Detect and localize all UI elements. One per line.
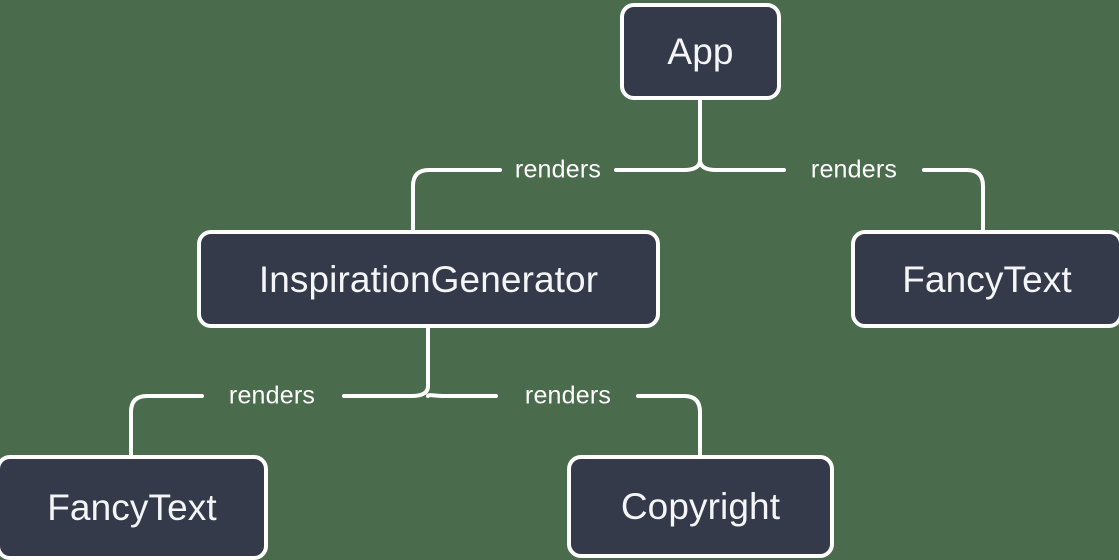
edge-label-app-to-fancytext-right: renders — [810, 155, 898, 184]
wire-inspiration-junction-left — [342, 384, 430, 398]
node-fancytext-left[interactable]: FancyText — [0, 455, 268, 560]
wire-app-junction-right — [698, 158, 786, 172]
edge-label-inspiration-generator-to-fancytext-left: renders — [228, 381, 316, 410]
node-fancytext-right-label: FancyText — [902, 258, 1072, 300]
node-fancytext-left-label: FancyText — [47, 487, 217, 528]
node-app-label: App — [667, 31, 734, 72]
wire-inspiration-to-copyright — [636, 394, 702, 457]
node-inspiration-generator-label: InspirationGenerator — [258, 258, 599, 300]
wire-app-to-inspiration — [411, 168, 502, 232]
edge-label-inspiration-generator-to-copyright: renders — [524, 381, 612, 410]
wire-app-junction-left — [614, 158, 702, 172]
edge-label-app-to-inspiration-generator: renders — [514, 155, 602, 184]
wire-inspiration-to-fancytext-left — [129, 394, 204, 457]
node-inspiration-generator[interactable]: InspirationGenerator — [197, 230, 660, 328]
wire-app-to-fancytext-right — [922, 168, 985, 232]
node-app[interactable]: App — [620, 3, 781, 100]
node-copyright[interactable]: Copyright — [567, 455, 834, 558]
node-copyright-label: Copyright — [620, 486, 781, 527]
wire-inspiration-junction-right — [426, 393, 498, 398]
node-fancytext-right[interactable]: FancyText — [851, 230, 1119, 328]
